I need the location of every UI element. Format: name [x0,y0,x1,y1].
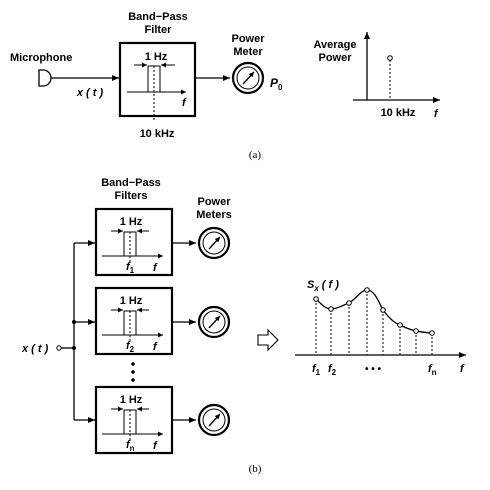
avg-power-title-1: Average [313,39,356,51]
filter-freq-axis: f [182,97,187,109]
filter-n: 1 Hz fn f [94,385,174,455]
avg-freq-axis: f [434,108,439,120]
power-meter-icon [231,61,265,95]
caption-b: (b) [249,463,262,475]
meter-title-1: Power [231,33,265,45]
vertical-ellipsis [131,362,135,382]
power-meter-n-icon [197,403,231,437]
spectrum-curve [315,289,433,334]
microphone-label: Microphone [10,52,72,64]
spectrum-samples [315,290,433,355]
svg-text:f: f [153,341,158,353]
filters-title-1: Band−Pass [101,177,161,189]
filter-2-bandwidth: 1 Hz [120,295,143,307]
axis-label-f1: f1 [312,363,321,377]
avg-freq-label: 10 kHz [381,107,416,119]
spectrum-label: Sx( f ) [307,279,339,293]
svg-text:f: f [153,440,158,452]
caption-a: (a) [249,149,262,161]
svg-text:f: f [153,262,158,274]
implies-arrow-icon [257,328,279,352]
power-meter-2-icon [197,305,231,339]
filter-n-bandwidth: 1 Hz [120,394,143,406]
microphone-icon [38,69,52,87]
axis-label-fn: fn [428,363,437,377]
part-a: Band−Pass Filter Microphone x ( t ) 1 Hz… [10,11,440,161]
filter-2-freq: f2 [126,340,135,354]
bandpass-filter-box [118,41,197,118]
filter-1-bandwidth: 1 Hz [120,216,143,228]
filter-n-freq: fn [126,439,135,453]
filter-2: 1 Hz f2 f [94,286,174,356]
avg-power-title-2: Power [318,52,352,64]
filter-title-1: Band−Pass [128,11,188,23]
avg-power-point [387,55,393,61]
meter-title-2: Meter [233,46,263,58]
filter-title-2: Filter [145,24,173,36]
meters-title-2: Meters [196,209,231,221]
input-signal-label: x ( t ) [76,87,104,99]
filter-1: 1 Hz f1 f [94,207,174,277]
spectrum-axis-label: f [460,363,465,375]
bandwidth-label: 1 Hz [145,51,168,63]
meter-output-label: P0 [270,76,283,92]
input-terminal [56,345,62,351]
meters-title-1: Power [197,196,231,208]
input-signal-b: x ( t ) [21,343,49,355]
filters-title-2: Filters [114,190,147,202]
axis-label-f2: f2 [328,363,337,377]
axis-label-ellipsis: • • • [365,364,382,375]
center-freq-label: 10 kHz [140,128,175,140]
spectrum-points [313,287,435,336]
filter-1-freq: f1 [126,261,135,275]
power-meter-1-icon [197,226,231,260]
part-b: Band−Pass Filters Power Meters x ( t ) 1… [21,177,466,475]
